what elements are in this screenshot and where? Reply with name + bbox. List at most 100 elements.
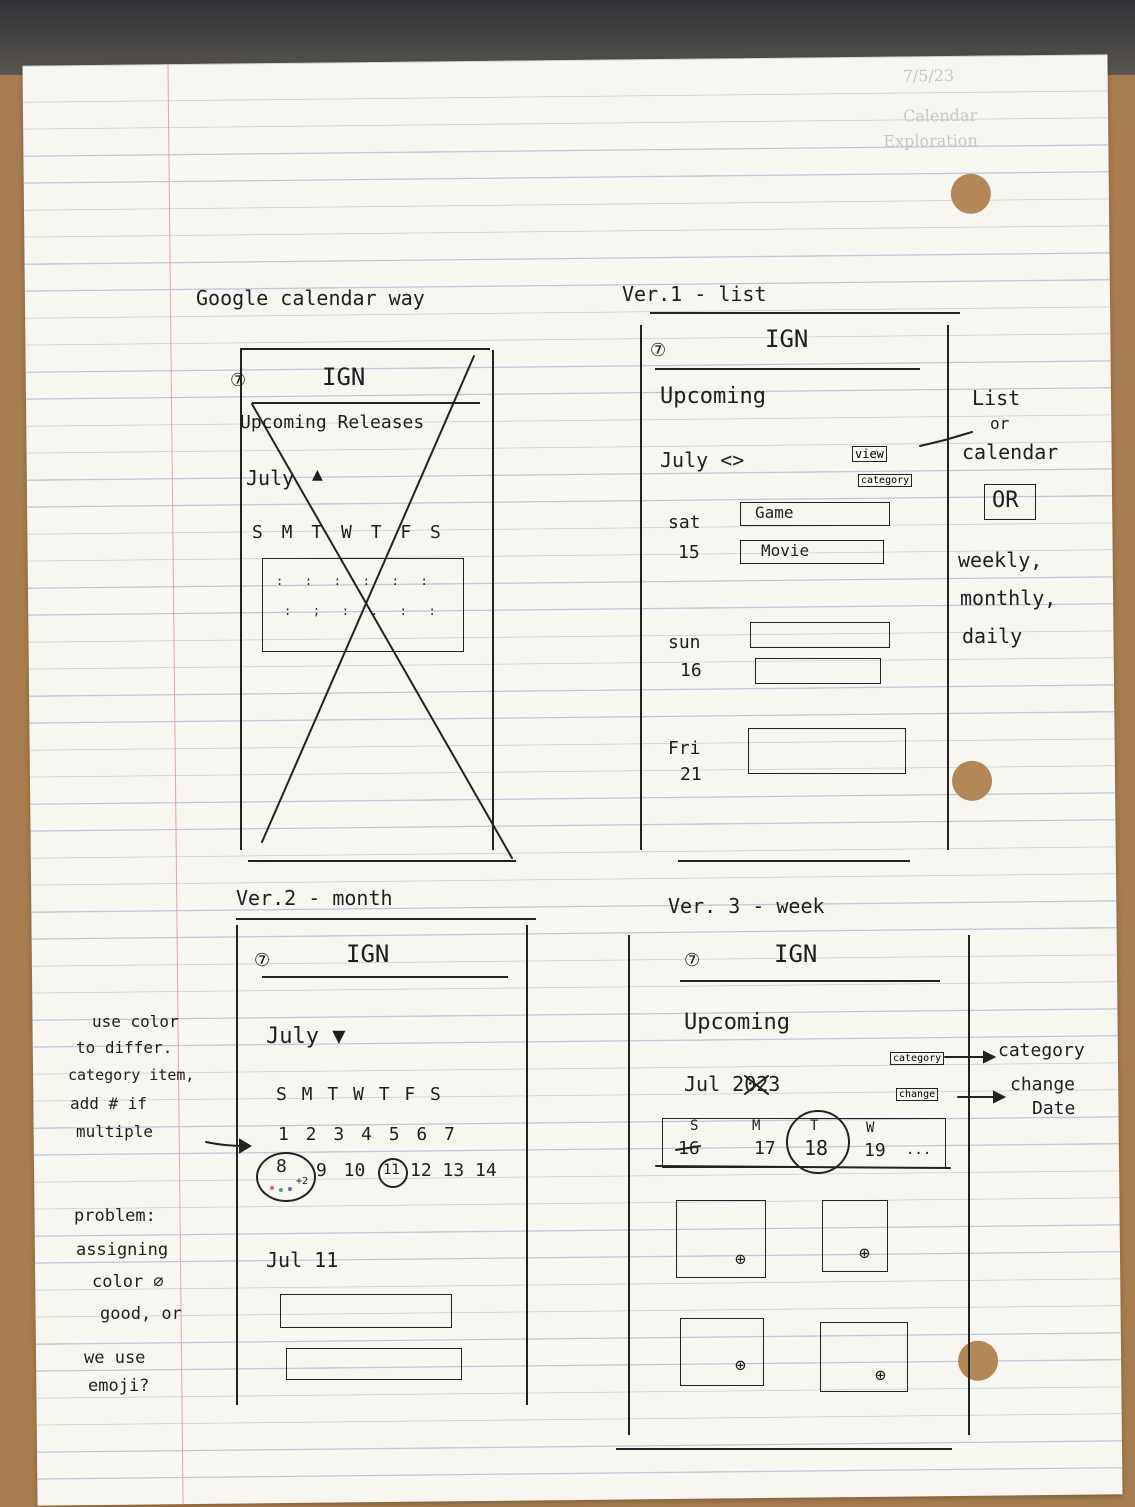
v2-color-dot-purple xyxy=(288,1187,292,1191)
v3-logo: IGN xyxy=(774,940,818,968)
v1-day3-item[interactable] xyxy=(748,728,906,774)
v1-note-monthly: monthly, xyxy=(960,586,1057,610)
v2-phone-frame xyxy=(236,925,528,1405)
v1-day2-name: sun xyxy=(668,632,701,653)
v1-day1-number: 15 xyxy=(678,542,700,563)
margin-line xyxy=(167,64,184,1505)
v2-day8: 8 xyxy=(276,1156,287,1177)
v3-category-button[interactable]: category xyxy=(890,1052,945,1065)
v1-bottom-line xyxy=(678,860,910,862)
v2-problem-line4: good, or xyxy=(100,1304,182,1324)
v3-header-line xyxy=(680,980,940,982)
faint-note-exploration: Exploration xyxy=(883,130,978,151)
heading-v3: Ver. 3 - week xyxy=(668,894,825,918)
v2-week2-end: 12 13 14 xyxy=(410,1160,497,1181)
v2-note-line4: add # if xyxy=(70,1094,148,1113)
v1-logo: IGN xyxy=(765,325,809,353)
v2-day11: 11 xyxy=(383,1162,400,1178)
v3-card-1[interactable]: ⊕ xyxy=(676,1200,766,1278)
v2-color-dot-teal xyxy=(279,1188,283,1192)
add-icon[interactable]: ⊕ xyxy=(735,1249,746,1270)
v2-event-2[interactable] xyxy=(286,1348,462,1380)
v2-note-line5: multiple xyxy=(76,1122,154,1141)
v3-change-button[interactable]: change xyxy=(896,1088,939,1101)
v1-note-or: or xyxy=(990,414,1010,433)
v1-title: Upcoming xyxy=(660,384,766,409)
v1-menu-icon: ⑦ xyxy=(650,340,667,361)
v2-problem-line6: emoji? xyxy=(88,1376,150,1396)
google-logo: IGN xyxy=(322,363,366,391)
v1-day2-number: 16 xyxy=(680,660,702,681)
v1-day3-number: 21 xyxy=(680,764,702,785)
v3-bottom-line xyxy=(616,1448,952,1450)
v3-note-category: category xyxy=(998,1040,1085,1061)
v1-note-or-box-label: OR xyxy=(992,488,1019,513)
v2-day11-circle[interactable] xyxy=(378,1158,408,1188)
heading-v1: Ver.1 - list xyxy=(622,282,767,306)
v2-header-line xyxy=(262,976,508,978)
faint-note-date: 7/5/23 xyxy=(902,65,955,86)
v3-card-4[interactable]: ⊕ xyxy=(820,1322,908,1392)
add-icon[interactable]: ⊕ xyxy=(859,1243,870,1264)
v3-selected-day-circle[interactable] xyxy=(786,1110,850,1174)
google-title: Upcoming Releases xyxy=(240,412,425,433)
google-triangle-icon: ▲ xyxy=(312,464,323,485)
google-menu-icon: ⑦ xyxy=(230,370,247,391)
v2-plus-count: +2 xyxy=(296,1176,309,1187)
v3-day3-letter: T xyxy=(810,1118,819,1134)
v1-month: July <> xyxy=(660,448,745,472)
v2-month: July ▼ xyxy=(266,1024,346,1049)
faint-note-calendar: Calendar xyxy=(902,105,978,126)
heading-google: Google calendar way xyxy=(196,286,425,310)
v2-note-line2: to differ. xyxy=(76,1038,173,1057)
v1-note-weekly: weekly, xyxy=(958,548,1043,572)
v2-color-dot-pink xyxy=(270,1186,274,1190)
v3-day2-letter: M xyxy=(752,1118,761,1134)
v1-item-game-label: Game xyxy=(755,503,794,522)
v3-day3-number: 18 xyxy=(804,1136,829,1160)
v3-month: Jul 2023 xyxy=(684,1072,781,1096)
v2-week1: 1 2 3 4 5 6 7 xyxy=(278,1124,458,1145)
google-month: July xyxy=(246,466,295,490)
v1-header-line xyxy=(655,368,920,370)
v3-note-date: Date xyxy=(1032,1098,1076,1119)
v2-problem-line1: problem: xyxy=(74,1206,156,1226)
v1-phone-frame xyxy=(640,325,949,850)
v1-item-game[interactable]: Game xyxy=(740,502,890,526)
v1-view-button[interactable]: view xyxy=(852,446,887,462)
v1-day2-item-1[interactable] xyxy=(750,622,890,648)
v1-category-button[interactable]: category xyxy=(858,474,913,487)
v3-note-change: change xyxy=(1010,1074,1076,1095)
add-icon[interactable]: ⊕ xyxy=(875,1365,886,1386)
v3-day2-number: 17 xyxy=(754,1138,776,1159)
v2-note-line1: use color xyxy=(92,1012,179,1031)
google-bottom-line xyxy=(248,860,516,862)
v2-note-line3: category item, xyxy=(68,1066,195,1084)
v1-top-line xyxy=(650,312,960,314)
punch-hole-middle xyxy=(951,760,993,802)
v2-day8-circle[interactable] xyxy=(256,1152,316,1202)
v3-more-days: ... xyxy=(906,1142,932,1158)
add-icon[interactable]: ⊕ xyxy=(735,1355,746,1376)
v3-phone-frame xyxy=(628,935,970,1435)
v1-day3-name: Fri xyxy=(668,738,701,759)
google-weekdays: S M T W T F S xyxy=(252,522,445,543)
v1-day2-item-2[interactable] xyxy=(755,658,881,684)
v1-item-movie[interactable]: Movie xyxy=(740,540,884,564)
v2-weekdays: S M T W T F S xyxy=(276,1084,443,1105)
v2-problem-line5: we use xyxy=(84,1348,146,1368)
v2-top-line xyxy=(236,918,536,920)
v1-item-movie-label: Movie xyxy=(761,541,810,560)
v3-day4-letter: W xyxy=(866,1120,875,1136)
v3-card-3[interactable]: ⊕ xyxy=(680,1318,764,1386)
google-header-line xyxy=(252,402,480,404)
v1-day1-name: sat xyxy=(668,512,701,533)
v1-note-list: List xyxy=(972,386,1021,410)
v2-problem-line2: assigning xyxy=(76,1240,169,1260)
v3-card-2[interactable]: ⊕ xyxy=(822,1200,888,1272)
v2-logo: IGN xyxy=(346,940,390,968)
heading-v2: Ver.2 - month xyxy=(236,886,393,910)
v3-title: Upcoming xyxy=(684,1010,790,1035)
v2-event-1[interactable] xyxy=(280,1294,452,1328)
v1-note-daily: daily xyxy=(962,624,1023,648)
